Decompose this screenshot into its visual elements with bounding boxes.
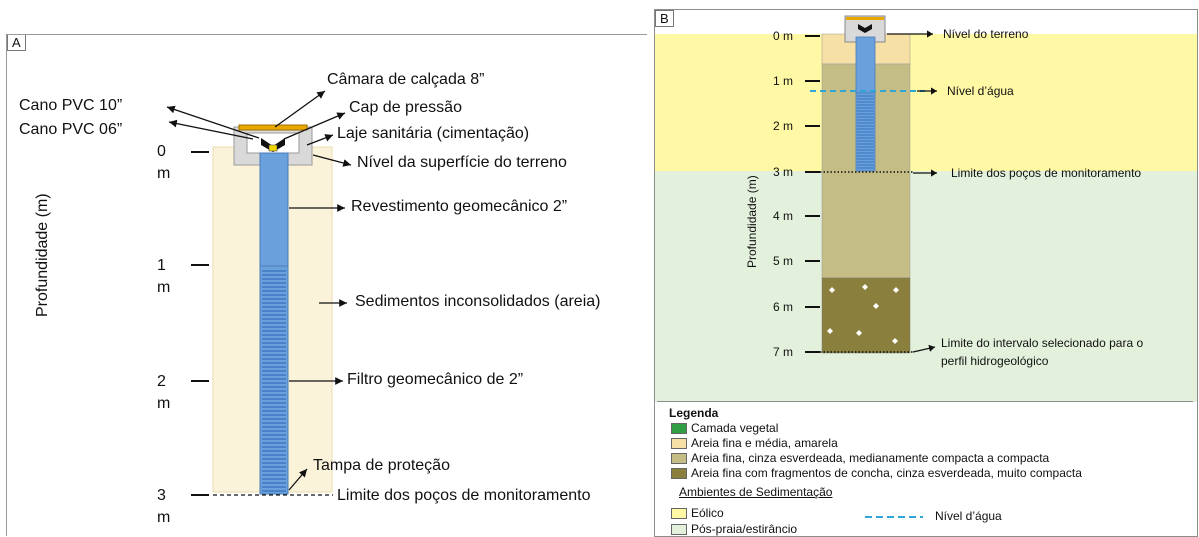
panel-b-tag: B (655, 10, 674, 27)
label-limite-pocos: Limite dos poços de monitoramento (951, 166, 1142, 180)
tick-label-5: 5 m (773, 254, 794, 268)
tick-label-0: 0 m (773, 29, 794, 43)
panel-a-tag: A (7, 35, 26, 51)
chamber-lid (238, 124, 308, 131)
legend-label-amarela: Areia fina e média, amarela (691, 436, 838, 450)
depth-unit-2: m (157, 395, 171, 412)
label-nivel-superficie: Nível da superfície do terreno (357, 154, 567, 171)
well-casing (855, 36, 876, 94)
label-revestimento: Revestimento geomecânico 2” (351, 198, 568, 215)
label-laje: Laje sanitária (cimentação) (337, 125, 530, 142)
eolico-zone (655, 34, 1197, 171)
legend-amb-title: Ambientes de Sedimentação (679, 485, 833, 499)
tick-label-1: 1 m (773, 74, 794, 88)
panel-b-arrows (887, 30, 937, 353)
legend-water-label: Nível d’água (935, 509, 1002, 523)
label-filtro: Filtro geomecânico de 2” (347, 371, 524, 388)
depth-unit-1: m (157, 279, 171, 296)
legend-swatch-pos-praia (671, 523, 687, 535)
depth-value-1: 1 (157, 257, 166, 274)
legend-water-line (865, 516, 923, 518)
legend-label-eolico: Eólico (691, 506, 724, 520)
legend-swatch-amarela (671, 437, 687, 449)
depth-value-0: 0 (157, 143, 166, 160)
label-tampa: Tampa de proteção (313, 457, 450, 474)
legend-swatch-cinza (671, 452, 687, 464)
tick-label-2: 2 m (773, 119, 794, 133)
legend: Legenda Camada vegetal Areia fina e médi… (657, 401, 1193, 536)
legend-swatch-concha (671, 467, 687, 479)
legend-item-eolico: Eólico (671, 506, 724, 520)
panel-b-drawing (655, 15, 1197, 402)
label-limite-intervalo-1: Limite do intervalo selecionado para o (941, 336, 1144, 350)
well-lid (846, 17, 884, 20)
panel-a-y-axis-label: Profundidade (m) (34, 193, 51, 317)
well-cap (858, 24, 872, 33)
shell-fragment (827, 328, 833, 334)
legend-item-vegetal: Camada vegetal (671, 421, 778, 435)
shell-fragment (829, 287, 835, 293)
label-limite-intervalo-2: perfil hidrogeológico (941, 354, 1049, 368)
tick-label-4: 4 m (773, 209, 794, 223)
label-cano10: Cano PVC 10” (19, 97, 123, 114)
cap-stem (268, 144, 278, 152)
label-cap: Cap de pressão (349, 99, 462, 116)
legend-title: Legenda (669, 406, 719, 420)
filter-slots (262, 270, 286, 492)
legend-item-amarela: Areia fina e média, amarela (671, 436, 838, 450)
legend-item-pos-praia: Pós-praia/estirâncio (671, 522, 797, 536)
depth-value-3: 3 (157, 487, 166, 504)
legend-label-pos-praia: Pós-praia/estirâncio (691, 522, 798, 536)
shell-fragment (893, 287, 899, 293)
panel-b: B 0 m 1 m 2 m 3 m 4 m 5 m 6 m 7 m Profun… (654, 9, 1198, 537)
legend-item-concha: Areia fina com fragmentos de concha, cin… (671, 466, 1082, 480)
panel-a-drawing (166, 90, 352, 496)
depth-unit-0: m (157, 165, 171, 182)
legend-label-concha: Areia fina com fragmentos de concha, cin… (691, 466, 1082, 480)
pressure-cap (261, 138, 285, 152)
legend-label-cinza: Areia fina, cinza esverdeada, medianamen… (691, 451, 1050, 465)
shell-fragments (827, 284, 899, 344)
depth-unit-3: m (157, 509, 171, 526)
tick-label-7: 7 m (773, 345, 794, 359)
shell-fragment (873, 303, 879, 309)
legend-swatch-vegetal (671, 422, 687, 434)
panel-b-y-axis-label: Profundidade (m) (745, 175, 759, 268)
label-sedimentos: Sedimentos inconsolidados (areia) (355, 293, 601, 310)
label-limite: Limite dos poços de monitoramento (337, 487, 591, 504)
well-filter-slots (857, 95, 874, 169)
panel-a: A Câmara de calçada 8” Cap de pressão Ca… (6, 34, 647, 536)
filter-pipe (259, 265, 289, 495)
panel-a-arrows (166, 90, 352, 491)
label-cano06: Cano PVC 06” (19, 121, 123, 138)
legend-swatch-eolico (671, 507, 687, 519)
shell-fragment (856, 330, 862, 336)
panel-b-ticks (805, 35, 820, 353)
label-nivel-agua: Nível d’água (947, 84, 1014, 98)
shell-fragment (892, 338, 898, 344)
tick-label-6: 6 m (773, 300, 794, 314)
pos-praia-zone (655, 171, 1197, 402)
label-nivel-terreno: Nível do terreno (943, 27, 1029, 41)
tick-label-3: 3 m (773, 165, 794, 179)
legend-label-vegetal: Camada vegetal (691, 421, 779, 435)
depth-value-2: 2 (157, 373, 166, 390)
label-camara: Câmara de calçada 8” (327, 71, 485, 88)
casing-pipe (259, 152, 289, 267)
legend-item-cinza: Areia fina, cinza esverdeada, medianamen… (671, 451, 1049, 465)
shell-fragment (862, 284, 868, 290)
